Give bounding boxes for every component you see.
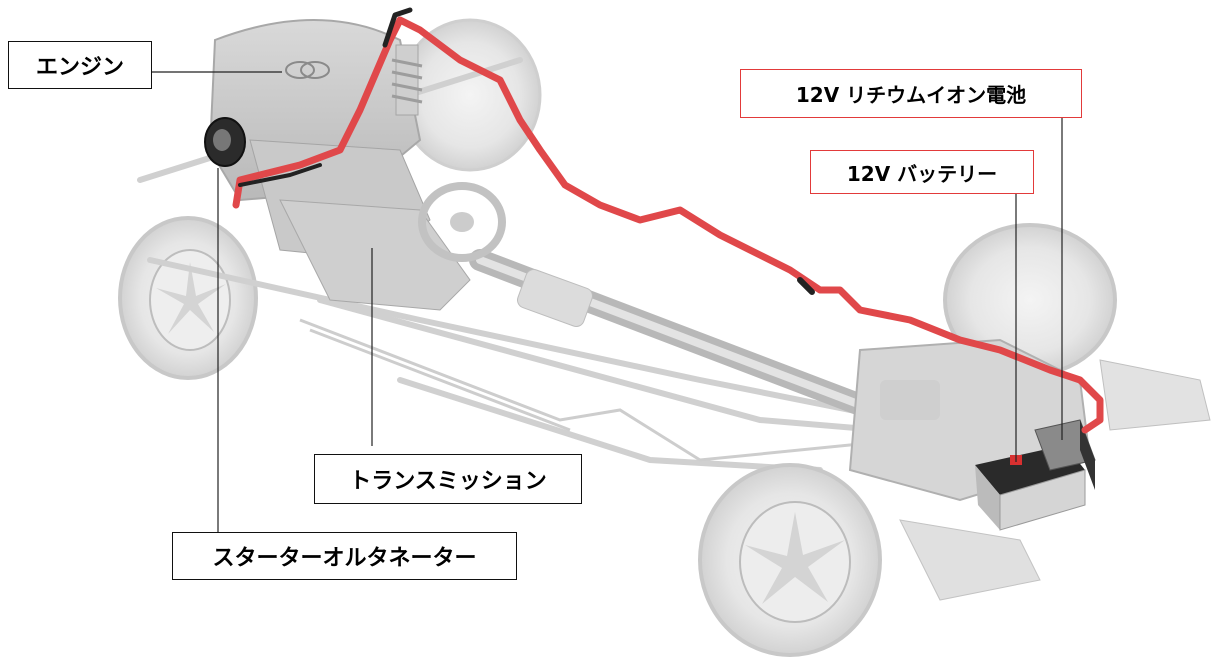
starter-alternator-label: スターターオルタネーター — [172, 532, 517, 580]
leader-lines — [152, 71, 1063, 532]
driveshaft — [469, 249, 911, 431]
battery-12v-label: 12V バッテリー — [810, 150, 1034, 194]
rear-wheel-far — [398, 18, 542, 172]
transmission-label: トランスミッション — [314, 454, 582, 504]
front-left-wheel — [118, 216, 258, 380]
starter-alternator — [204, 117, 246, 167]
rear-left-wheel — [698, 463, 882, 657]
fuel-lines — [299, 318, 901, 462]
lithium-battery-label: 12V リチウムイオン電池 — [740, 69, 1082, 118]
front-strut — [391, 44, 423, 116]
lithium-ion-battery — [1034, 419, 1096, 490]
power-cable — [232, 7, 1104, 434]
engine-label: エンジン — [8, 41, 152, 89]
steering-wheel — [418, 182, 506, 262]
